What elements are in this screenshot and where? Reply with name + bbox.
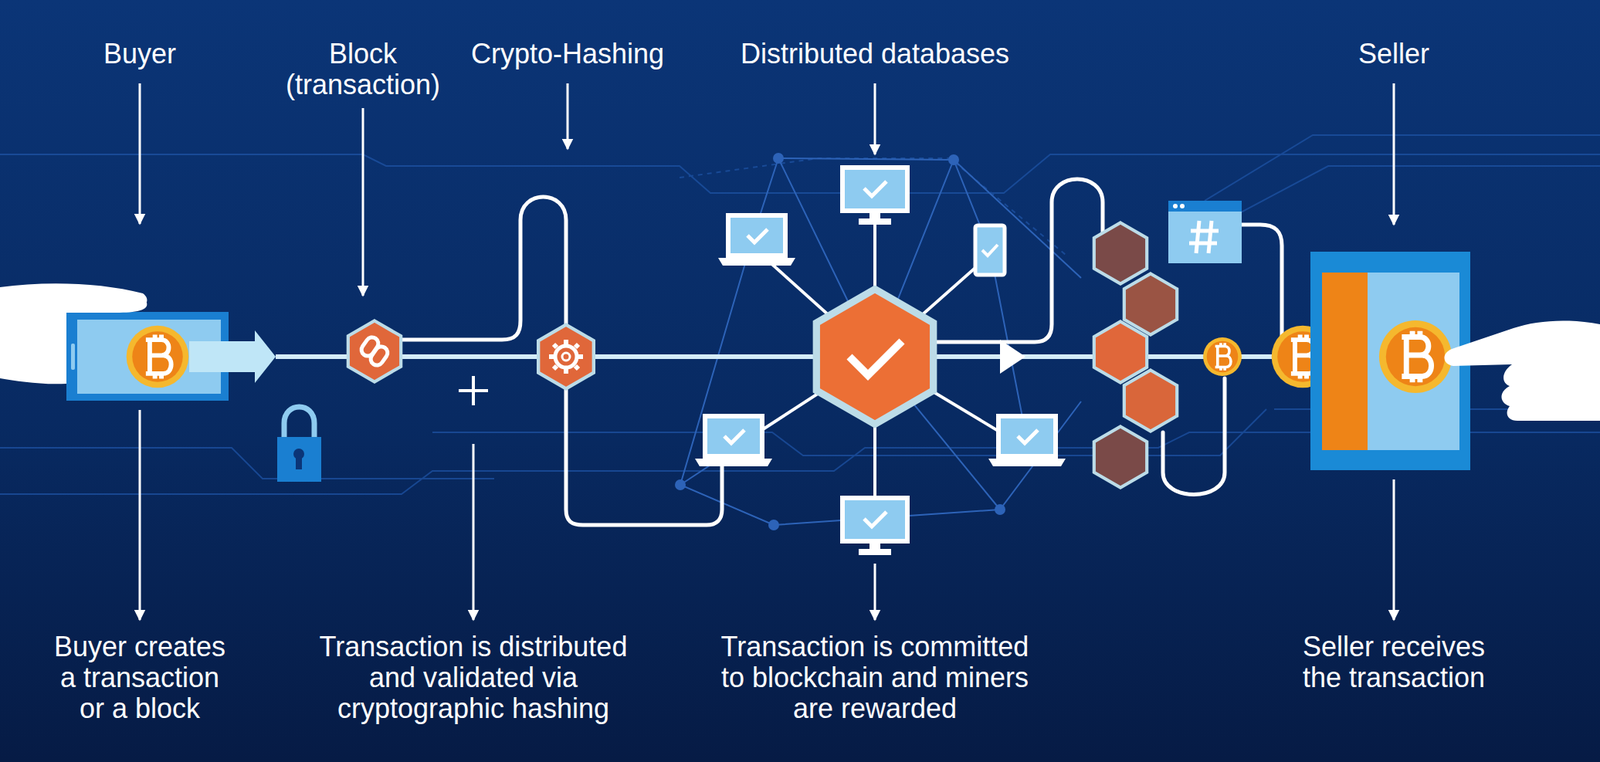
- plus-sign: [458, 376, 489, 406]
- circuit-lines: [1204, 135, 1600, 201]
- bitcoin-coin: [126, 325, 190, 389]
- leader-arrows: [874, 563, 877, 621]
- phone-top-right: [975, 225, 1005, 275]
- hash-window-bar: [1168, 200, 1242, 212]
- stage-title: Seller: [1358, 38, 1430, 70]
- hash-symbol: [1189, 220, 1219, 254]
- network-dots: [772, 152, 784, 164]
- bitcoin-coin-small: [1203, 337, 1242, 377]
- chain-hex: [1124, 370, 1177, 432]
- chain-hex: [1094, 322, 1147, 384]
- network-dots: [994, 504, 1006, 516]
- consensus-hex: [816, 289, 933, 425]
- gear-icon: [549, 339, 584, 374]
- laptop-bottom-left: [694, 416, 773, 467]
- circuit-lines: [0, 135, 1600, 495]
- block-hex: [348, 321, 401, 383]
- gear-icon: [549, 339, 584, 374]
- laptop-top-left: [718, 215, 796, 266]
- chain-hex: [1094, 427, 1147, 489]
- leader-arrows: [138, 83, 142, 224]
- stage-title: Block (transaction): [270, 38, 456, 101]
- link-icon: [359, 335, 390, 368]
- illustration: [1172, 203, 1178, 209]
- leader-arrows: [1393, 83, 1396, 225]
- wire-loops: [930, 179, 1103, 343]
- stage-description: Seller receives the transaction: [1291, 631, 1497, 694]
- stage-description: Transaction is distributed and validated…: [299, 631, 648, 725]
- monitor-top: [842, 167, 908, 225]
- stage-description: Transaction is committed to blockchain a…: [711, 631, 1040, 725]
- network-dots: [674, 479, 686, 491]
- stage-title: Buyer: [103, 38, 177, 70]
- wire-loops: [401, 196, 567, 340]
- leader-arrows: [362, 108, 365, 296]
- phone-button: [71, 343, 75, 370]
- link-icon: [368, 344, 390, 368]
- wire-loops: [566, 389, 723, 526]
- lock-icon: [277, 437, 322, 482]
- circuit-lines: [1204, 166, 1600, 232]
- check-mark: [849, 341, 902, 376]
- gear-icon: [562, 352, 570, 361]
- leader-arrows: [472, 444, 475, 621]
- lock-icon: [284, 406, 315, 438]
- hashing-hex: [538, 325, 594, 390]
- leader-arrows: [138, 410, 142, 621]
- gear-icon: [555, 345, 577, 368]
- flow-arrowhead: [1000, 339, 1026, 374]
- circuit-lines: [0, 447, 495, 479]
- tablet-strip: [1322, 272, 1368, 451]
- buyer-thumb: [66, 298, 147, 313]
- lock-icon: [277, 406, 322, 482]
- illustration: [1179, 203, 1185, 209]
- stage-title: Crypto-Hashing: [471, 38, 665, 70]
- send-arrow: [189, 330, 276, 384]
- seller-hand: [1444, 320, 1600, 421]
- stage-description: Buyer creates a transaction or a block: [47, 631, 233, 725]
- hash-window: [1168, 200, 1242, 264]
- chain-hex: [1124, 274, 1177, 336]
- monitor-bottom: [842, 498, 908, 556]
- network-dots: [768, 519, 780, 531]
- network-dots: [948, 154, 960, 166]
- wire-loops: [1241, 224, 1282, 340]
- leader-arrows: [139, 83, 1394, 621]
- wire-loops: [401, 179, 1282, 526]
- leader-arrows: [874, 83, 877, 155]
- bitcoin-coin: [1379, 320, 1452, 394]
- network-lines: [953, 159, 1027, 438]
- stage-title: Distributed databases: [740, 38, 1010, 70]
- chain-hex: [1094, 223, 1147, 285]
- leader-arrows: [1393, 479, 1396, 621]
- leader-arrows: [566, 83, 570, 150]
- laptop-bottom-right: [988, 416, 1066, 467]
- lock-icon: [295, 455, 302, 470]
